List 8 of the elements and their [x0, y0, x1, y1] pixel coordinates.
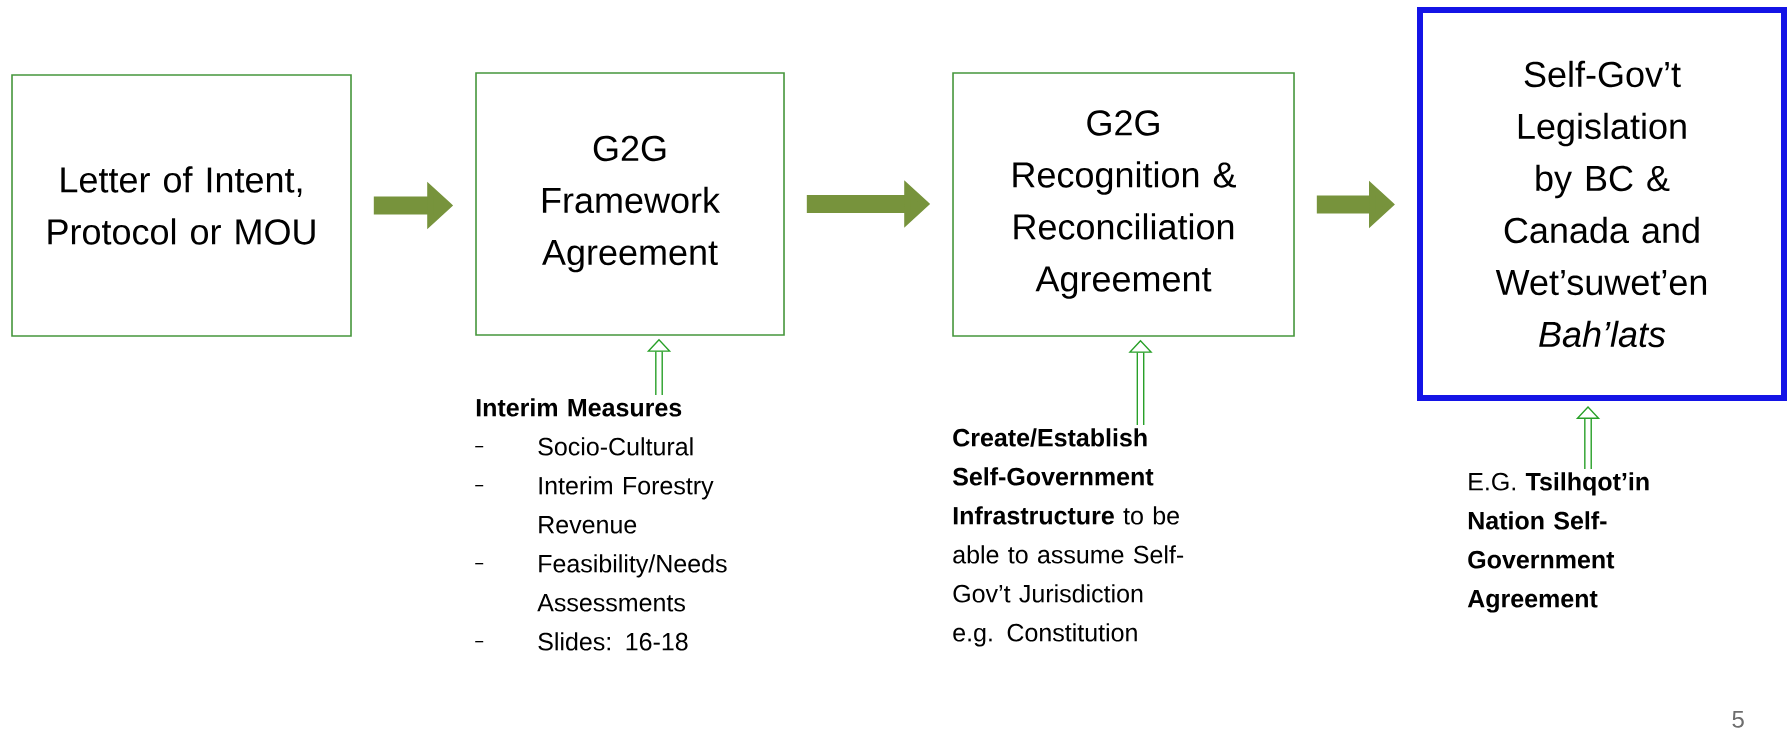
note-text: Create/Establish Self-Government Infrastructure to be able to assume Self-Gov’t Jurisdiction e.g. Constitution: [952, 428, 1184, 647]
process-box: G2G Recognition & Reconciliation Agreement: [952, 72, 1295, 337]
process-box: G2G Framework Agreement: [475, 72, 785, 336]
note-text: E.G. Tsilhqot’in Nation Self-Government Agreement: [1467, 472, 1649, 613]
bullet-list: Interim Measures Socio-Cultural Interim Forestry Revenue Feasibility/Needs Assessments Slides: 16-18: [474, 398, 727, 651]
process-box: Self-Gov’t Legislation by BC & Canada and Wet’suwet’en Bah’lats: [1417, 7, 1787, 401]
process-box: Letter of Intent, Protocol or MOU: [11, 74, 352, 337]
page-number: 5: [1732, 711, 1744, 728]
